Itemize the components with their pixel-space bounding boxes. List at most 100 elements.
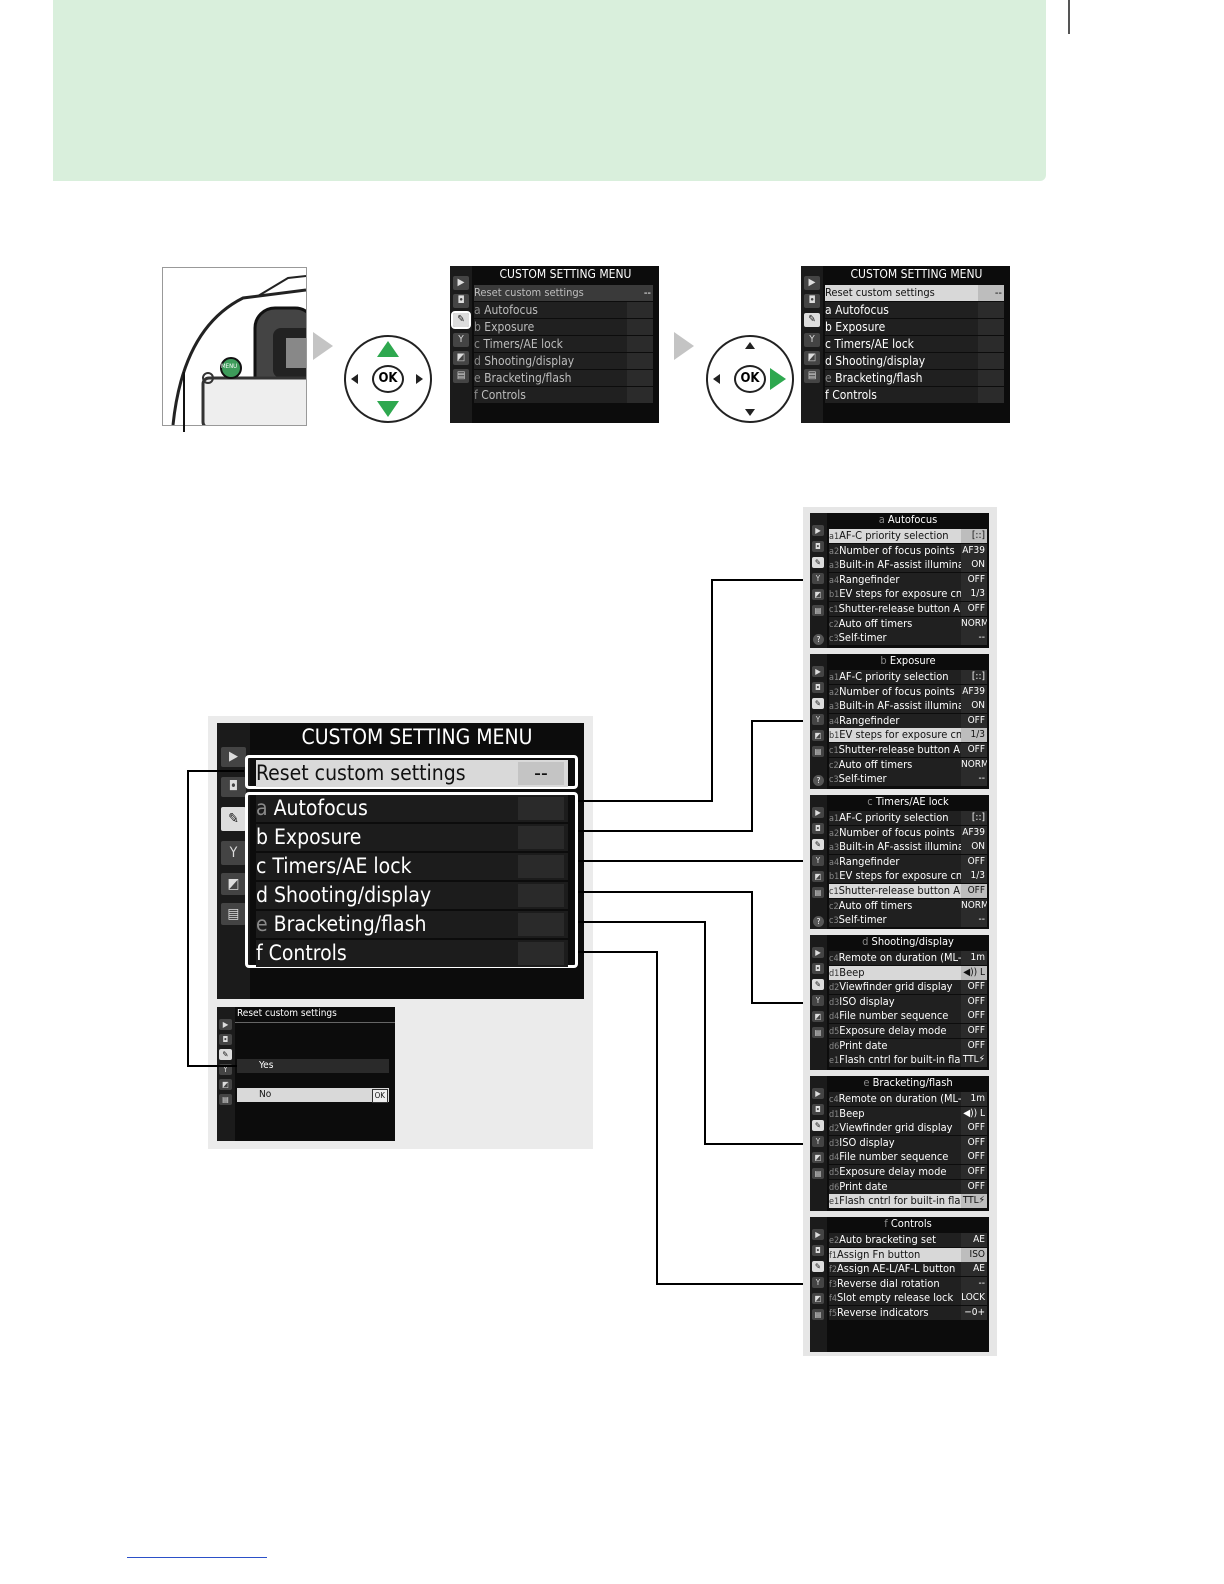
playback-tab-icon[interactable]: ▶ [812, 1088, 824, 1099]
camera-tab-icon[interactable]: ◘ [812, 541, 824, 552]
recent-tab-icon[interactable]: ▤ [812, 1168, 824, 1179]
menu-item[interactable]: c Timers/AE lock [825, 336, 1004, 352]
help-icon[interactable]: ? [813, 634, 824, 645]
retouch-tab-icon[interactable]: ◩ [812, 730, 824, 741]
retouch-tab-icon[interactable]: ◩ [804, 351, 820, 365]
playback-tab-icon[interactable]: ▶ [453, 276, 469, 290]
setting-row[interactable]: f5Reverse indicators−0+ [829, 1306, 987, 1320]
setting-row[interactable]: c3Self-timer-- [829, 913, 987, 928]
wrench-tab-icon[interactable]: Y [812, 573, 824, 584]
multi-selector-up-down[interactable]: OK [344, 335, 432, 423]
pencil-tab-icon[interactable]: ✎ [812, 839, 824, 850]
recent-tab-icon[interactable]: ▤ [804, 369, 820, 383]
wrench-tab-icon[interactable]: Y [812, 714, 824, 725]
retouch-tab-icon[interactable]: ◩ [453, 351, 469, 365]
camera-tab-icon[interactable]: ◘ [812, 1245, 824, 1256]
menu-item[interactable]: b Exposure [474, 319, 653, 335]
recent-tab-icon[interactable]: ▤ [219, 1094, 232, 1105]
menu-item[interactable]: d Shooting/display [474, 353, 653, 369]
camera-tab-icon[interactable]: ◘ [812, 823, 824, 834]
wrench-tab-icon[interactable]: Y [812, 1277, 824, 1288]
camera-tab-icon[interactable]: ◘ [453, 294, 469, 308]
wrench-tab-icon[interactable]: Y [219, 1064, 232, 1075]
playback-tab-icon[interactable]: ▶ [812, 1229, 824, 1240]
menu-item[interactable]: f Controls [825, 387, 1004, 403]
setting-row[interactable]: d1Beep◀)) L [829, 965, 987, 980]
camera-tab-icon[interactable]: ◘ [221, 777, 246, 797]
wrench-tab-icon[interactable]: Y [812, 855, 824, 866]
menu-item-selected[interactable]: Reset custom settings-- [825, 285, 1004, 301]
menu-item[interactable]: f Controls [474, 387, 653, 403]
playback-tab-icon[interactable]: ▶ [221, 747, 246, 767]
retouch-tab-icon[interactable]: ◩ [812, 1011, 824, 1022]
ok-button[interactable]: OK [734, 365, 766, 393]
camera-tab-icon[interactable]: ◘ [219, 1034, 232, 1045]
camera-tab-icon[interactable]: ◘ [812, 963, 824, 974]
yes-option[interactable]: Yes [237, 1059, 389, 1073]
menu-item[interactable]: e Bracketing/flash [474, 370, 653, 386]
retouch-tab-icon[interactable]: ◩ [812, 1152, 824, 1163]
menu-item[interactable]: a Autofocus [474, 302, 653, 318]
wrench-tab-icon[interactable]: Y [804, 333, 820, 347]
playback-tab-icon[interactable]: ▶ [812, 807, 824, 818]
pencil-tab-icon[interactable]: ✎ [812, 698, 824, 709]
menu-item[interactable]: c Timers/AE lock [474, 336, 653, 352]
retouch-tab-icon[interactable]: ◩ [221, 873, 246, 895]
wrench-tab-icon[interactable]: Y [812, 995, 824, 1006]
recent-tab-icon[interactable]: ▤ [812, 605, 824, 616]
retouch-tab-icon[interactable]: ◩ [219, 1079, 232, 1090]
pencil-tab-icon[interactable]: ✎ [451, 311, 471, 329]
menu-item-timers[interactable]: c Timers/AE lock [256, 853, 568, 880]
playback-tab-icon[interactable]: ▶ [812, 947, 824, 958]
menu-item-controls[interactable]: f Controls [256, 940, 568, 967]
help-icon[interactable]: ? [813, 775, 824, 786]
setting-row[interactable]: c4Remote on duration (ML-L3)1m [829, 1092, 987, 1106]
setting-row[interactable]: a1AF-C priority selection[::] [829, 811, 987, 825]
pencil-tab-icon[interactable]: ✎ [812, 1261, 824, 1272]
retouch-tab-icon[interactable]: ◩ [812, 1293, 824, 1304]
pencil-tab-icon[interactable]: ✎ [812, 979, 824, 990]
reset-custom-settings-row[interactable]: Reset custom settings-- [256, 760, 568, 787]
camera-tab-icon[interactable]: ◘ [812, 682, 824, 693]
camera-tab-icon[interactable]: ◘ [812, 1104, 824, 1115]
playback-tab-icon[interactable]: ▶ [812, 666, 824, 677]
recent-tab-icon[interactable]: ▤ [812, 746, 824, 757]
menu-item-autofocus[interactable]: a Autofocus [256, 795, 568, 822]
setting-row[interactable]: a1AF-C priority selection[::] [829, 670, 987, 684]
setting-row[interactable]: c4Remote on duration (ML-L3)1m [829, 951, 987, 965]
menu-item-shooting[interactable]: d Shooting/display [256, 882, 568, 909]
setting-row[interactable]: c3Self-timer-- [829, 772, 987, 787]
recent-tab-icon[interactable]: ▤ [812, 1027, 824, 1038]
playback-tab-icon[interactable]: ▶ [804, 276, 820, 290]
camera-tab-icon[interactable]: ◘ [804, 294, 820, 308]
recent-tab-icon[interactable]: ▤ [812, 1309, 824, 1320]
pencil-tab-icon[interactable]: ✎ [219, 1049, 232, 1060]
menu-item[interactable]: d Shooting/display [825, 353, 1004, 369]
help-icon[interactable]: ? [813, 916, 824, 927]
